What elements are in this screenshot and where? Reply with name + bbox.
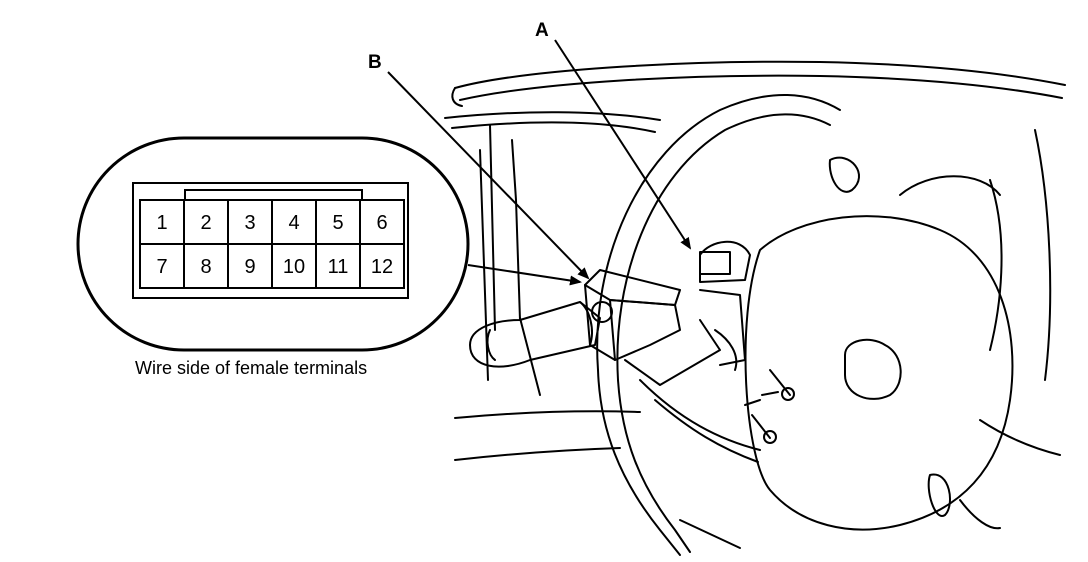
- terminal-5: 5: [332, 212, 343, 234]
- terminal-4: 4: [288, 212, 299, 234]
- terminal-8: 8: [200, 256, 211, 278]
- callout-a-label: A: [535, 20, 549, 41]
- terminal-9: 9: [244, 256, 255, 278]
- terminal-1: 1: [156, 212, 167, 234]
- terminal-3: 3: [244, 212, 255, 234]
- terminal-10: 10: [283, 256, 305, 278]
- connector-caption: Wire side of female terminals: [135, 358, 367, 378]
- terminal-6: 6: [376, 212, 387, 234]
- callout-b-label: B: [368, 52, 382, 73]
- dashboard-illustration: [444, 60, 1066, 556]
- connector-detail: 1 2 3 4 5 6 7 8 9 10 11 12: [76, 136, 470, 352]
- terminal-2: 2: [200, 212, 211, 234]
- terminal-7: 7: [156, 256, 167, 278]
- terminal-12: 12: [371, 256, 393, 278]
- leader-lines: [387, 39, 692, 286]
- arrow-b: [387, 71, 590, 280]
- terminal-11: 11: [328, 256, 349, 278]
- terminal-grid: [139, 199, 405, 289]
- arrow-a: [554, 39, 692, 250]
- connector-arrow: [467, 264, 582, 286]
- connector-housing: [132, 182, 409, 299]
